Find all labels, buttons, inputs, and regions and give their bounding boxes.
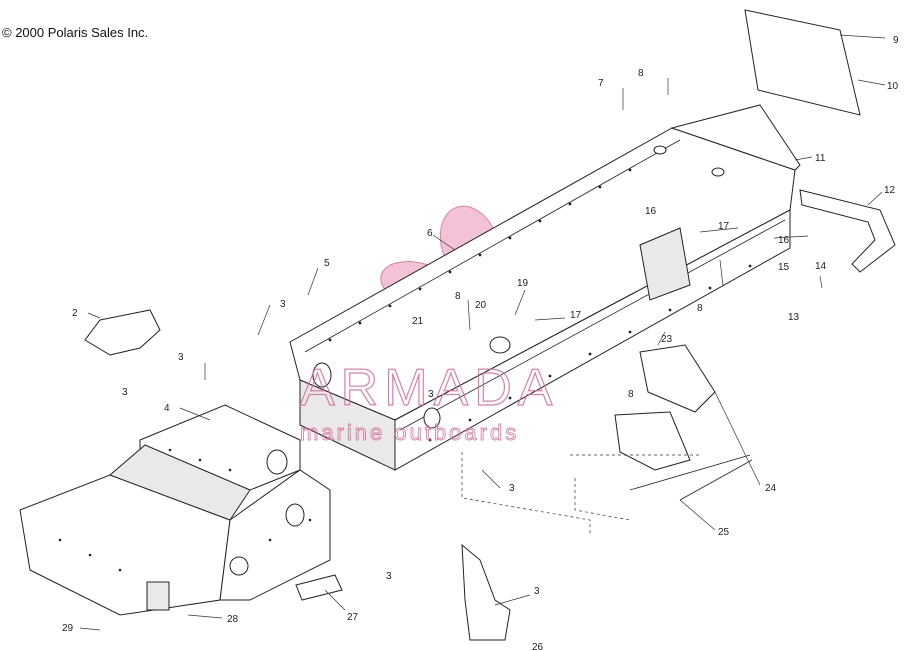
callout-15: 15 (778, 262, 790, 273)
rear-bumper-part (799, 189, 896, 273)
callout-5: 5 (324, 258, 330, 269)
callout-12: 12 (884, 185, 896, 196)
callout-16: 16 (645, 206, 657, 217)
callout-3: 3 (178, 352, 184, 363)
callout-3: 3 (386, 571, 392, 582)
callout-4: 4 (164, 403, 170, 414)
callout-2: 2 (72, 308, 78, 319)
bracket-part-26 (461, 543, 511, 641)
callout-27: 27 (347, 612, 359, 623)
copyright-notice: © 2000 Polaris Sales Inc. (2, 25, 149, 40)
callout-25: 25 (718, 527, 730, 538)
callout-3: 3 (428, 389, 434, 400)
callout-8: 8 (455, 291, 461, 302)
watermark-brand: ARMADA (300, 359, 558, 417)
callout-3: 3 (280, 299, 286, 310)
callout-29: 29 (62, 623, 74, 634)
callout-17: 17 (570, 310, 582, 321)
plate-part-27 (295, 574, 343, 601)
callout-16: 16 (778, 235, 790, 246)
callout-28: 28 (227, 614, 239, 625)
tunnel-assembly (289, 104, 801, 471)
callout-9: 9 (893, 35, 899, 46)
shaft-part (629, 454, 751, 491)
cooler-bracket-part (639, 227, 691, 301)
callout-6: 6 (427, 228, 433, 239)
callout-14: 14 (815, 261, 827, 272)
callout-8: 8 (628, 389, 634, 400)
callout-24: 24 (765, 483, 777, 494)
rivet-row (58, 448, 312, 572)
callout-10: 10 (887, 81, 899, 92)
front-chassis-assembly (19, 404, 331, 616)
shaft-part (679, 459, 753, 501)
bracket-part-2 (84, 309, 161, 356)
callout-17: 17 (718, 221, 730, 232)
callout-7: 7 (598, 78, 604, 89)
callout-8: 8 (697, 303, 703, 314)
assembly-guide-lines (461, 452, 700, 535)
callout-8: 8 (638, 68, 644, 79)
callout-3: 3 (534, 586, 540, 597)
mount-part-24 (614, 411, 691, 471)
callout-19: 19 (517, 278, 529, 289)
callout-3: 3 (509, 483, 515, 494)
callout-11: 11 (815, 153, 826, 164)
callout-3: 3 (122, 387, 128, 398)
callout-26: 26 (532, 642, 544, 651)
callout-20: 20 (475, 300, 487, 311)
rivet-row (328, 151, 752, 442)
callout-23: 23 (661, 334, 673, 345)
callout-13: 13 (788, 312, 800, 323)
leader-lines (79, 34, 886, 631)
callout-labels: 2 3 3 3 3 3 3 3 4 5 6 7 8 8 8 8 9 10 11 … (62, 35, 899, 651)
callout-21: 21 (412, 316, 424, 327)
watermark-tagline: marine outboards (300, 420, 519, 445)
snow-flap-part (744, 9, 861, 116)
bracket-part-23 (639, 344, 716, 413)
